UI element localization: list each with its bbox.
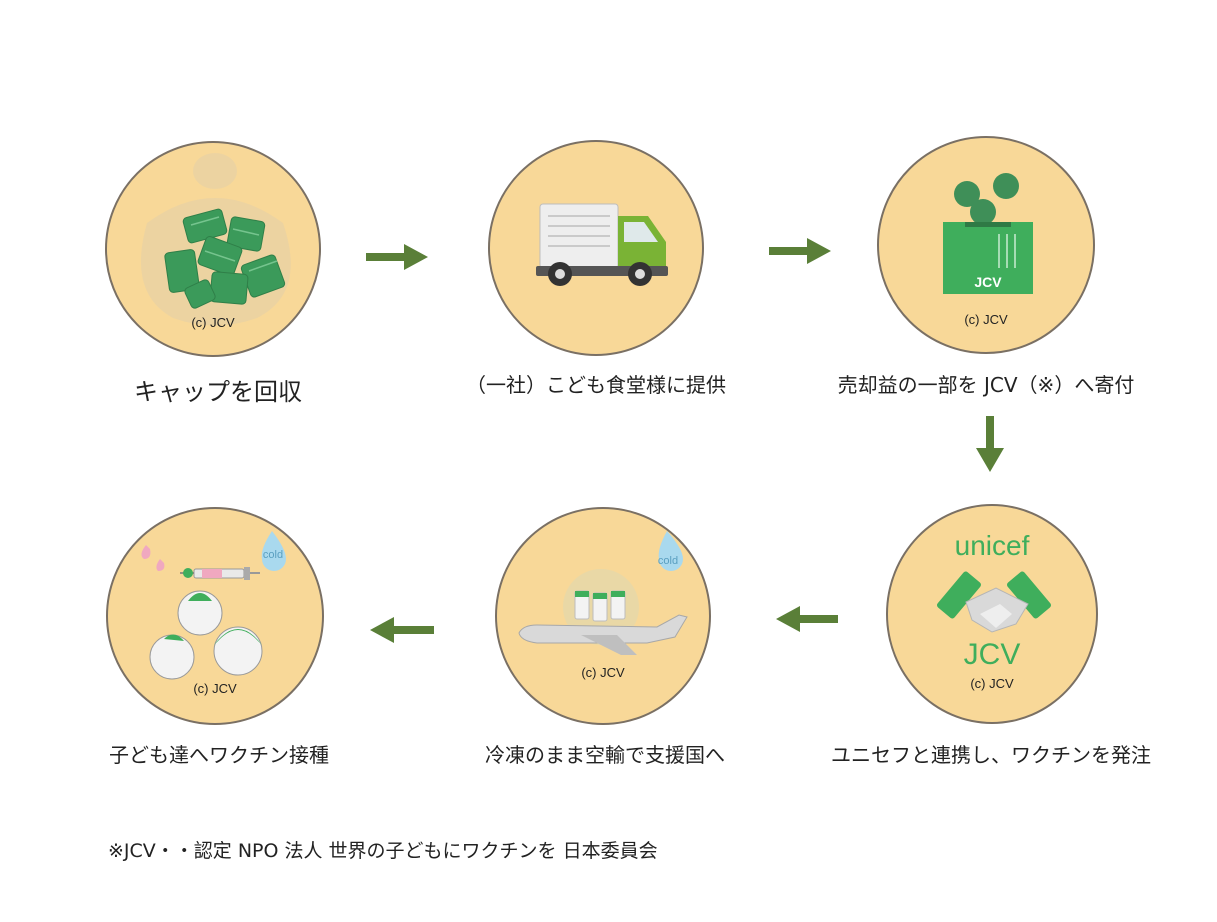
bottle-caps-bag-icon [140, 153, 291, 326]
step-vaccination-credit: (c) JCV [193, 681, 237, 696]
step-caps-caption: キャップを回収 [134, 378, 302, 406]
step-donation-caption: 売却益の一部を JCV（※）へ寄付 [837, 373, 1135, 397]
footnote: ※JCV・・認定 NPO 法人 世界の子どもにワクチンを 日本委員会 [108, 840, 658, 862]
vaccination-icon [141, 531, 286, 680]
unicef-logo: unicef [954, 530, 1030, 561]
step-partnership-circle: unicef JCV (c) JCV [886, 504, 1098, 724]
water-drop-icon [261, 531, 286, 571]
yen-coin-icon [954, 173, 1019, 225]
arrow-down-icon [976, 416, 1004, 472]
arrow-left-icon [370, 617, 434, 643]
donation-box-icon [943, 173, 1033, 294]
water-drop-icon [658, 531, 683, 571]
step-donation-circle: JCV (c) JCV [877, 136, 1095, 354]
step-truck-circle [488, 140, 704, 356]
step-airlift-caption: 冷凍のまま空輸で支援国へ [485, 743, 725, 767]
handshake-icon [937, 571, 1051, 633]
step-airlift-circle: cold (c) JCV [495, 507, 711, 725]
arrow-left-icon [776, 606, 838, 632]
step-vaccination-caption: 子ども達へワクチン接種 [109, 743, 329, 767]
syringe-icon [180, 567, 260, 580]
step-caps-credit: (c) JCV [191, 315, 235, 330]
delivery-truck-icon [536, 203, 668, 286]
jcv-logo: JCV [963, 638, 1021, 671]
step-partnership-credit: (c) JCV [970, 676, 1014, 691]
donation-box-label: JCV [974, 274, 1002, 290]
arrow-right-icon [366, 244, 428, 270]
step-donation-credit: (c) JCV [964, 312, 1008, 327]
cold-label: cold [657, 555, 679, 567]
step-vaccination-circle: cold (c) JCV [106, 507, 324, 725]
step-partnership-caption: ユニセフと連携し、ワクチンを発注 [831, 743, 1151, 767]
step-caps-circle: (c) JCV [105, 141, 321, 357]
arrow-right-icon [769, 238, 831, 264]
cold-label: cold [262, 549, 284, 561]
step-airlift-credit: (c) JCV [581, 665, 625, 680]
step-truck-caption: （一社）こども食堂様に提供 [466, 373, 726, 397]
airplane-icon [518, 531, 688, 655]
